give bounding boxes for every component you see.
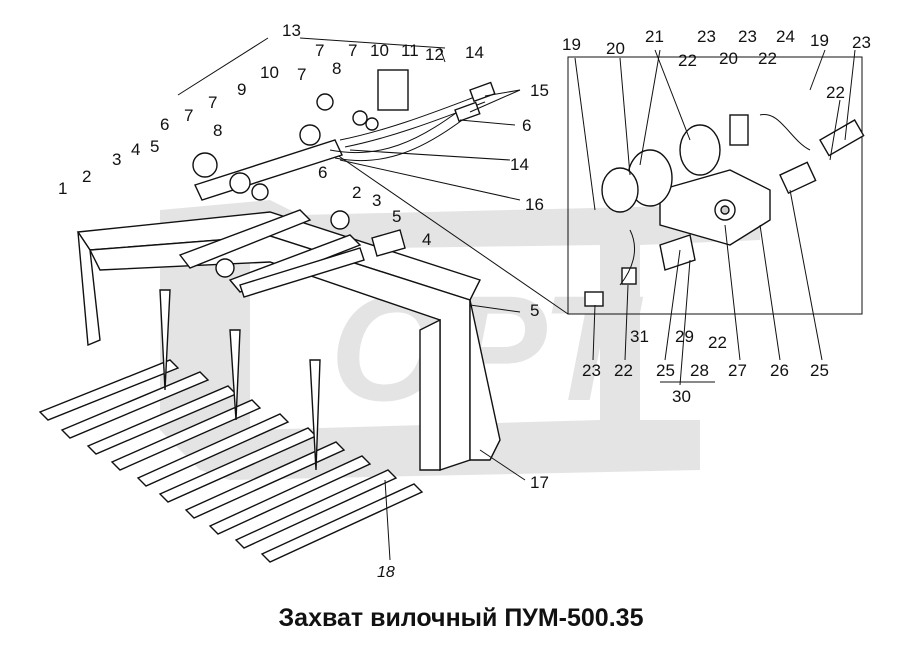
callout-16: 16 bbox=[525, 195, 544, 214]
valve-block bbox=[584, 114, 865, 307]
callout-15: 15 bbox=[530, 81, 549, 100]
callout-25: 25 bbox=[810, 361, 829, 380]
callout-23: 23 bbox=[852, 33, 871, 52]
callout-2: 2 bbox=[352, 183, 361, 202]
fork-tines bbox=[38, 359, 424, 563]
callout-7: 7 bbox=[208, 93, 217, 112]
callout-8: 8 bbox=[213, 121, 222, 140]
callout-26: 26 bbox=[770, 361, 789, 380]
callout-22: 22 bbox=[826, 83, 845, 102]
callout-7: 7 bbox=[315, 41, 324, 60]
hoses bbox=[329, 69, 496, 162]
callout-2: 2 bbox=[82, 167, 91, 186]
callout-31: 31 bbox=[630, 327, 649, 346]
callout-23: 23 bbox=[697, 27, 716, 46]
callout-24: 24 bbox=[776, 27, 795, 46]
callout-22: 22 bbox=[614, 361, 633, 380]
callout-19: 19 bbox=[810, 31, 829, 50]
inset-connector-line bbox=[329, 149, 569, 315]
callout-5: 5 bbox=[150, 137, 159, 156]
callout-5: 5 bbox=[392, 207, 401, 226]
callout-7: 7 bbox=[348, 41, 357, 60]
callout-13: 13 bbox=[282, 21, 301, 40]
callout-22: 22 bbox=[708, 333, 727, 352]
callout-28: 28 bbox=[690, 361, 709, 380]
callout-18: 18 bbox=[377, 564, 395, 581]
callout-17: 17 bbox=[530, 473, 549, 492]
callout-10: 10 bbox=[260, 63, 279, 82]
callout-23: 23 bbox=[738, 27, 757, 46]
callout-25: 25 bbox=[656, 361, 675, 380]
callout-3: 3 bbox=[112, 150, 121, 169]
hydraulic-cylinders bbox=[192, 93, 406, 298]
callout-30: 30 bbox=[672, 387, 691, 406]
callout-4: 4 bbox=[422, 230, 431, 249]
callout-9: 9 bbox=[237, 80, 246, 99]
callout-29: 29 bbox=[675, 327, 694, 346]
callout-21: 21 bbox=[645, 27, 664, 46]
leader-lines bbox=[177, 37, 856, 561]
callout-5: 5 bbox=[530, 301, 539, 320]
callout-27: 27 bbox=[728, 361, 747, 380]
callout-12: 12 bbox=[425, 45, 444, 64]
callout-23: 23 bbox=[582, 361, 601, 380]
callout-labels: 13 7 7 10 11 12 14 15 8 10 7 9 7 6 7 8 5… bbox=[58, 21, 871, 581]
callout-4: 4 bbox=[131, 140, 140, 159]
callout-10: 10 bbox=[370, 41, 389, 60]
callout-22: 22 bbox=[758, 49, 777, 68]
callout-22: 22 bbox=[678, 51, 697, 70]
callout-14: 14 bbox=[465, 43, 484, 62]
callout-19: 19 bbox=[562, 35, 581, 54]
callout-8: 8 bbox=[332, 59, 341, 78]
callout-6: 6 bbox=[318, 163, 327, 182]
callout-20: 20 bbox=[606, 39, 625, 58]
callout-6: 6 bbox=[522, 116, 531, 135]
figure-caption: Захват вилочный ПУМ-500.35 bbox=[278, 604, 644, 632]
valve-block-inset-frame bbox=[567, 56, 863, 315]
callout-3: 3 bbox=[372, 191, 381, 210]
callout-20: 20 bbox=[719, 49, 738, 68]
callout-1: 1 bbox=[58, 179, 67, 198]
callout-7: 7 bbox=[297, 65, 306, 84]
callout-11: 11 bbox=[401, 41, 419, 60]
callout-6: 6 bbox=[160, 115, 169, 134]
callout-14: 14 bbox=[510, 155, 529, 174]
callout-7: 7 bbox=[184, 106, 193, 125]
